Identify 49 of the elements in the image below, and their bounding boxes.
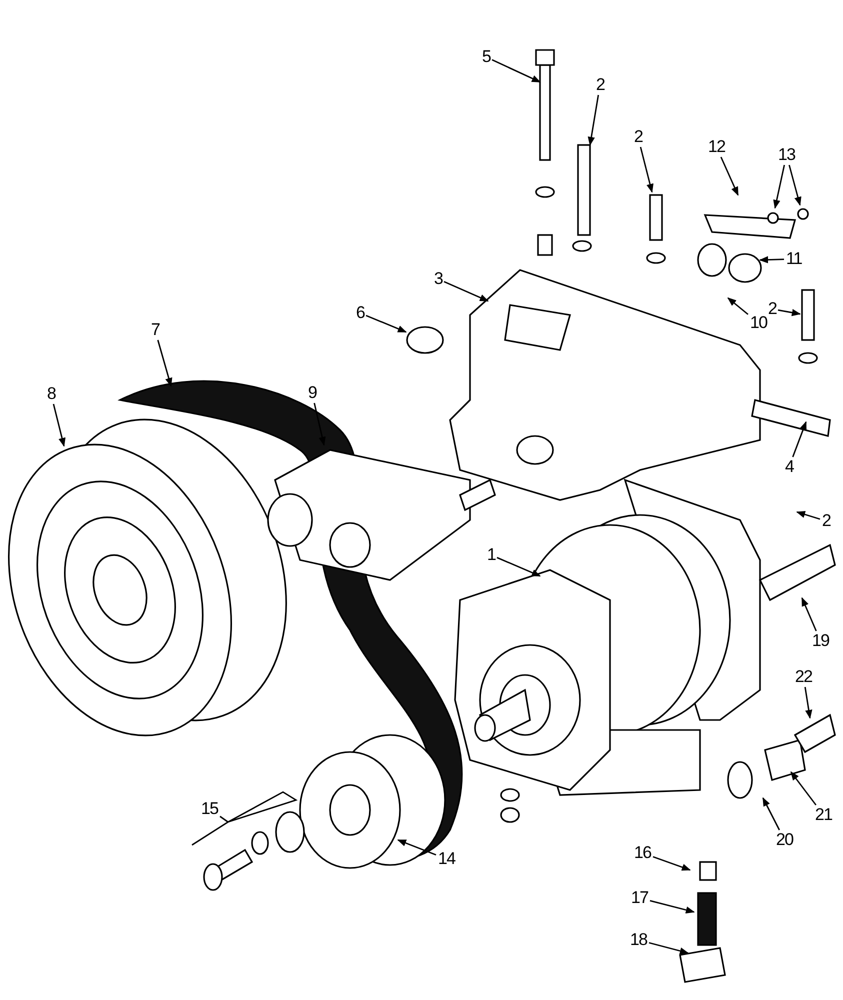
leader-line (796, 510, 820, 520)
leader-line (650, 900, 695, 914)
callout-number: 15 (201, 800, 218, 818)
leader-line (778, 309, 801, 316)
leader-line (157, 340, 172, 387)
leader-line (762, 797, 780, 830)
callout-number: 8 (47, 385, 56, 403)
leader-line (788, 164, 802, 206)
leader-line (192, 791, 298, 846)
leader-line (759, 256, 784, 264)
callout-number: 19 (812, 632, 829, 650)
callout-number: 2 (596, 76, 604, 94)
callout-number: 1 (487, 546, 496, 564)
callout-number: 2 (822, 512, 830, 530)
callout-number: 12 (708, 138, 725, 156)
callout-number: 21 (815, 806, 832, 824)
leader-line (773, 164, 786, 209)
callout-number: 10 (750, 314, 767, 332)
leader-line (648, 942, 689, 954)
leader-line (640, 146, 654, 193)
leader-line (727, 297, 748, 315)
leader-line (366, 314, 407, 333)
leader-line (804, 686, 812, 719)
callout-number: 2 (634, 128, 642, 146)
callout-number: 22 (795, 668, 812, 686)
callout-number: 2 (768, 300, 776, 318)
callout-number: 13 (778, 146, 795, 164)
leader-line (801, 597, 817, 632)
callout-number: 4 (785, 458, 794, 476)
leader-line (652, 856, 691, 871)
callout-number: 11 (786, 250, 802, 268)
leader-line (792, 421, 807, 458)
callout-number: 14 (438, 850, 455, 868)
leader-line (790, 771, 816, 806)
leader-line (496, 556, 541, 577)
leader-line (52, 404, 66, 447)
callout-number: 6 (356, 304, 364, 322)
callout-number: 17 (631, 889, 648, 907)
callout-number: 7 (151, 321, 160, 339)
leader-line (588, 94, 600, 146)
leader-line (444, 281, 489, 302)
leader-line (720, 156, 739, 196)
callout-number: 18 (630, 931, 647, 949)
callout-number: 16 (634, 844, 651, 862)
callout-number: 5 (482, 48, 490, 66)
leader-line (492, 59, 541, 83)
callout-number: 20 (776, 831, 793, 849)
callout-number: 3 (434, 270, 442, 288)
callout-number: 9 (308, 384, 316, 402)
